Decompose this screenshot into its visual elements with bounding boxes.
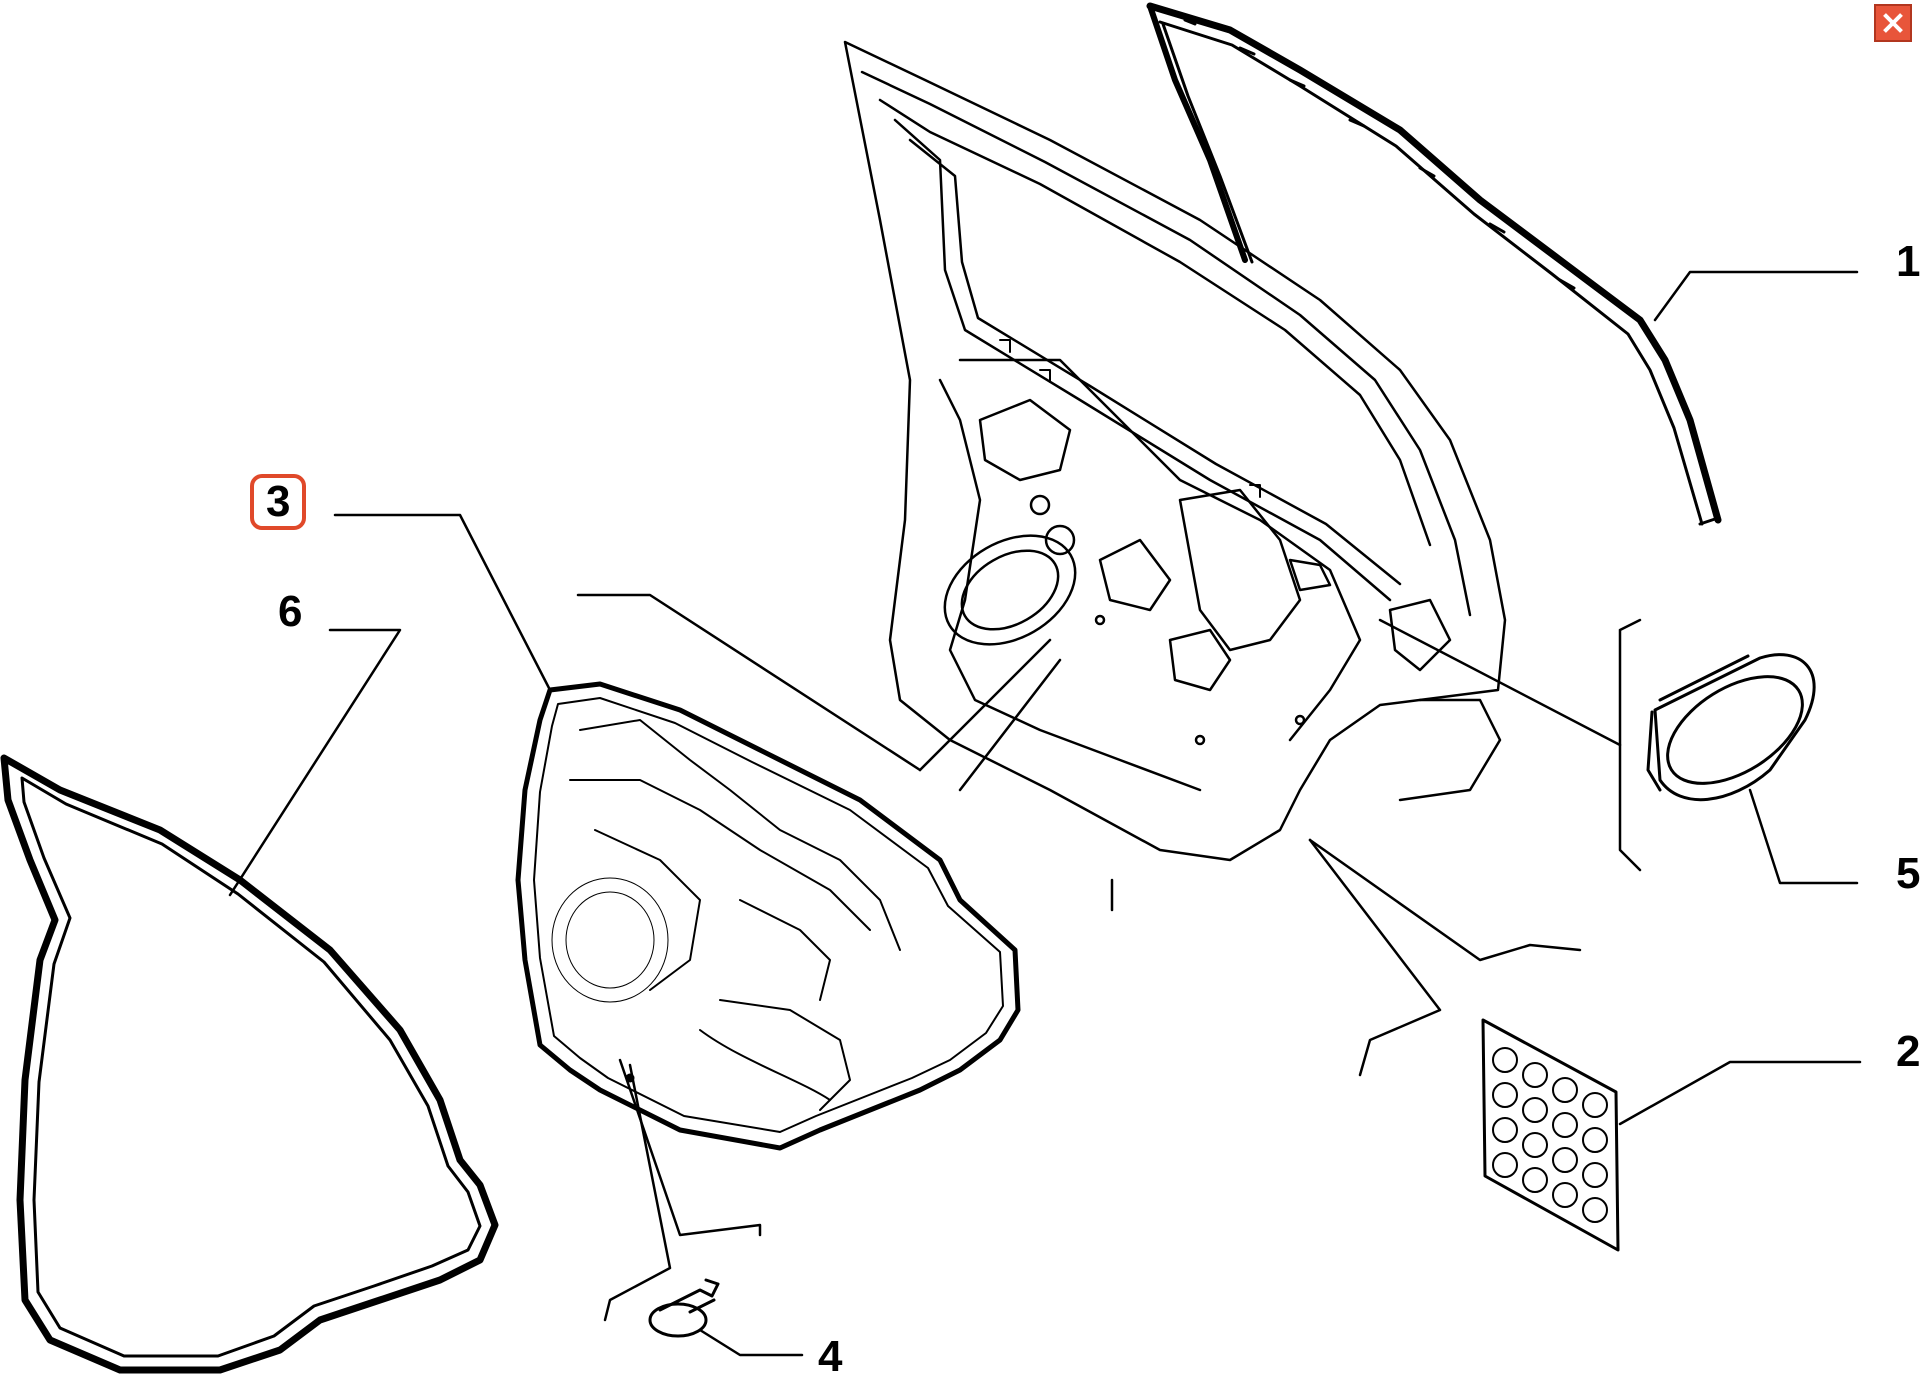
callout-5[interactable]: 5 [1896, 849, 1920, 898]
part-oval-plug[interactable] [1646, 653, 1821, 806]
part-push-clip[interactable] [648, 1278, 720, 1338]
close-icon[interactable] [1874, 4, 1912, 42]
part-window-channel-seal[interactable] [1146, 2, 1722, 526]
callout-2[interactable]: 2 [1896, 1027, 1920, 1076]
part-damping-pad[interactable] [1481, 1018, 1620, 1252]
callout-1[interactable]: 1 [1896, 237, 1920, 286]
part-inner-panel-membrane[interactable] [515, 681, 1021, 1151]
leader-lines [228, 270, 1862, 1357]
callout-4[interactable]: 4 [818, 1332, 843, 1381]
callout-6[interactable]: 6 [278, 587, 303, 636]
callout-3-selected[interactable]: 3 [250, 474, 307, 530]
part-door-shell[interactable] [843, 40, 1507, 862]
part-door-weatherstrip[interactable] [0, 754, 499, 1374]
